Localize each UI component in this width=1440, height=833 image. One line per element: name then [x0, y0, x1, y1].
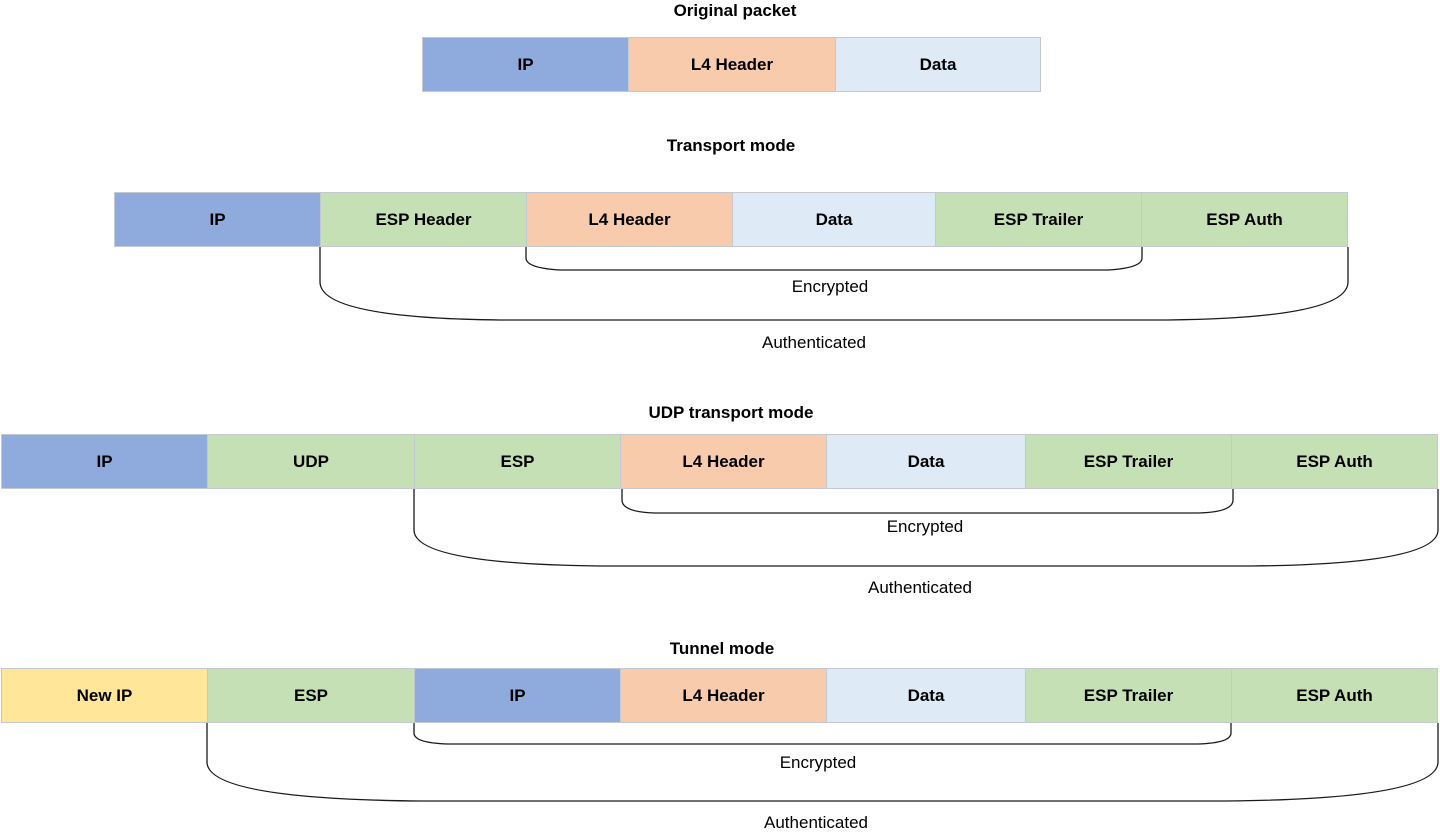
tunnel-new-ip-segment: New IP — [1, 668, 208, 723]
tunnel-esp-segment: ESP — [207, 668, 415, 723]
transport-ip-segment: IP — [114, 192, 321, 247]
udp-encrypted-label: Encrypted — [886, 517, 964, 536]
tunnel-l4-header-segment: L4 Header — [620, 668, 827, 723]
transport-esp-auth-segment: ESP Auth — [1141, 192, 1348, 247]
udp-authenticated-label: Authenticated — [868, 578, 972, 597]
original-ip-segment: IP — [422, 37, 629, 92]
tunnel-encrypted-bracket — [413, 723, 1232, 745]
transport-l4-header-segment: L4 Header — [526, 192, 733, 247]
udp-udp-segment: UDP — [207, 434, 415, 489]
tunnel-esp-auth-segment: ESP Auth — [1231, 668, 1438, 723]
udp-transport-mode-title: UDP transport mode — [648, 403, 814, 422]
transport-esp-trailer-segment: ESP Trailer — [935, 192, 1142, 247]
tunnel-authenticated-label: Authenticated — [764, 813, 868, 832]
udp-encrypted-bracket — [621, 489, 1234, 514]
tunnel-esp-trailer-segment: ESP Trailer — [1025, 668, 1232, 723]
udp-data-segment: Data — [826, 434, 1026, 489]
udp-esp-segment: ESP — [414, 434, 621, 489]
tunnel-ip-segment: IP — [414, 668, 621, 723]
tunnel-data-segment: Data — [826, 668, 1026, 723]
transport-encrypted-label: Encrypted — [791, 277, 869, 296]
transport-data-segment: Data — [732, 192, 936, 247]
original-packet-title: Original packet — [673, 1, 797, 20]
transport-esp-header-segment: ESP Header — [320, 192, 527, 247]
original-data-segment: Data — [835, 37, 1041, 92]
udp-esp-auth-segment: ESP Auth — [1231, 434, 1438, 489]
udp-l4-header-segment: L4 Header — [620, 434, 827, 489]
udp-esp-trailer-segment: ESP Trailer — [1025, 434, 1232, 489]
udp-ip-segment: IP — [1, 434, 208, 489]
tunnel-encrypted-label: Encrypted — [779, 753, 857, 772]
transport-authenticated-label: Authenticated — [762, 333, 866, 352]
transport-encrypted-bracket — [525, 247, 1143, 271]
tunnel-mode-title: Tunnel mode — [669, 639, 775, 658]
original-l4-header-segment: L4 Header — [628, 37, 836, 92]
transport-mode-title: Transport mode — [666, 136, 796, 155]
